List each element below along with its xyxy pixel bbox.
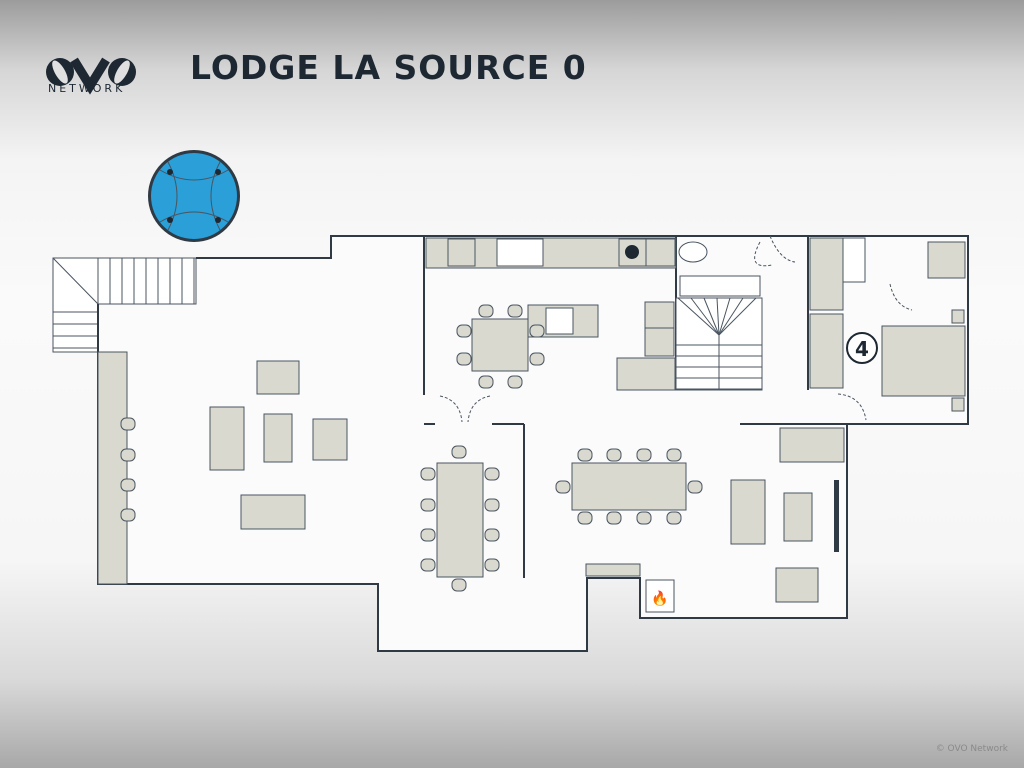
hot-tub <box>148 150 240 242</box>
bedroom: 4 <box>809 237 966 412</box>
chair <box>451 445 467 459</box>
chair <box>120 478 136 492</box>
bathroom-and-stairs <box>675 241 763 391</box>
bar-counter <box>97 351 128 585</box>
chair <box>666 448 682 462</box>
copyright: © OVO Network <box>935 744 1008 754</box>
ovo-logo <box>46 57 136 95</box>
kitchen <box>425 237 677 391</box>
chair <box>451 578 467 592</box>
chair <box>420 558 436 572</box>
chair <box>456 352 472 366</box>
chair <box>420 498 436 512</box>
fireplace <box>645 579 675 613</box>
chair <box>484 558 500 572</box>
chair <box>420 467 436 481</box>
chair <box>120 448 136 462</box>
chair <box>666 511 682 525</box>
chair <box>478 375 494 389</box>
doors <box>439 235 913 423</box>
svg-text:🔥: 🔥 <box>651 590 668 607</box>
living-room-furniture <box>209 360 348 530</box>
chair <box>420 528 436 542</box>
logo-subtitle: NETWORK <box>48 82 126 95</box>
chair <box>120 508 136 522</box>
chair <box>120 417 136 431</box>
chair <box>484 528 500 542</box>
tv <box>834 480 839 552</box>
exterior-stairs <box>52 257 197 353</box>
chair <box>507 304 523 318</box>
chair <box>636 448 652 462</box>
chair <box>456 324 472 338</box>
chair <box>484 467 500 481</box>
chair <box>555 480 571 494</box>
walls <box>97 235 969 652</box>
lounge-furniture: 🔥 <box>585 427 845 613</box>
chair <box>507 375 523 389</box>
page-title: LODGE LA SOURCE 0 <box>190 48 587 87</box>
chair <box>484 498 500 512</box>
chair <box>478 304 494 318</box>
chair <box>606 511 622 525</box>
bedroom-number: 4 <box>855 337 869 361</box>
chair <box>529 352 545 366</box>
chair <box>606 448 622 462</box>
chair <box>636 511 652 525</box>
chair <box>529 324 545 338</box>
dining-area <box>120 304 703 592</box>
chair <box>687 480 703 494</box>
chair <box>577 448 593 462</box>
chair <box>577 511 593 525</box>
